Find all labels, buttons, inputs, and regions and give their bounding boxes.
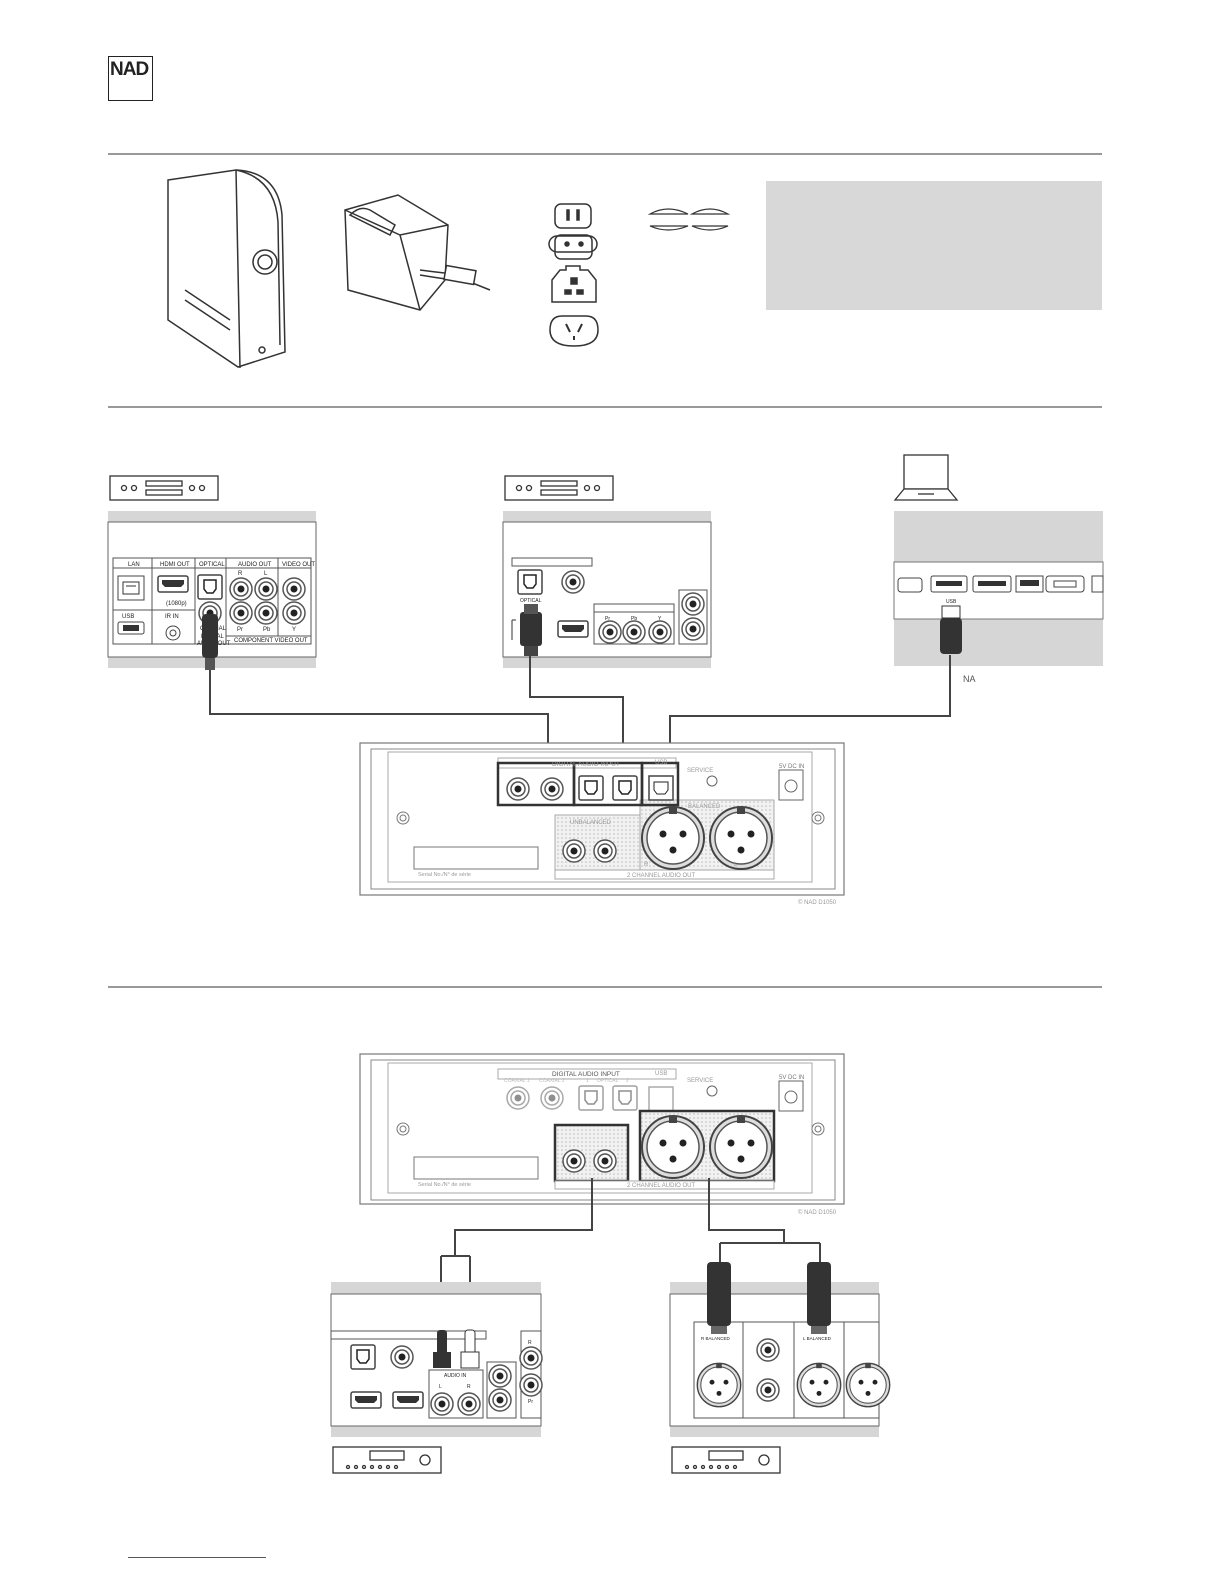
d1050-rear-panel-digital xyxy=(359,742,845,896)
label-pr: Pr xyxy=(237,627,243,633)
label-y: Y xyxy=(292,627,296,633)
au-plug-icon xyxy=(549,315,599,347)
label-y-2: Y xyxy=(658,616,662,622)
eu-plug-icon xyxy=(548,234,598,260)
source-device-icon-1 xyxy=(109,475,219,501)
label-balanced: BALANCED xyxy=(688,804,721,810)
label-optical-2: 2 xyxy=(626,1078,629,1084)
na-label: NA xyxy=(963,674,976,684)
label-lan: LAN xyxy=(128,562,140,568)
label-serial-b: Serial No./N° de série xyxy=(418,1182,471,1188)
label-5v-dc-in-b: 5V DC IN xyxy=(779,1075,804,1081)
label-coaxial-1: COAXIAL 1 xyxy=(504,1078,530,1084)
source-device-icon-2 xyxy=(504,475,614,501)
section-divider-3 xyxy=(108,986,1102,988)
amplifier-icon-1 xyxy=(332,1446,442,1474)
coaxial-plug xyxy=(202,614,218,670)
label-optical-2: OPTICAL xyxy=(520,598,542,604)
note-box xyxy=(766,181,1102,310)
usb-plug xyxy=(940,605,962,654)
label-video-out: VIDEO OUT xyxy=(282,562,315,568)
label-usb: USB xyxy=(122,614,134,620)
plug-adapters xyxy=(548,203,599,347)
label-digital-audio-input-b: DIGITAL AUDIO INPUT xyxy=(552,1071,620,1078)
optical-plug xyxy=(520,604,542,656)
label-hdmi-out: HDMI OUT xyxy=(160,562,190,568)
label-digital-audio-input: DIGITAL AUDIO INPUT xyxy=(552,761,620,768)
d1050-rear-panel-analog xyxy=(359,1053,845,1205)
us-plug-icon xyxy=(554,203,592,229)
label-pb: Pb xyxy=(263,627,271,633)
label-service-b: SERVICE xyxy=(687,1078,713,1084)
rubber-feet xyxy=(647,208,731,231)
label-copyright-b: © NAD D1050 xyxy=(798,1209,837,1216)
label-amp-l: L xyxy=(439,1384,442,1390)
footer-link-underline xyxy=(128,1557,266,1558)
d1050-unit-illustration xyxy=(167,169,286,369)
label-pr-2: Pr xyxy=(605,616,610,622)
label-optical-b: OPTICAL xyxy=(597,1078,619,1084)
label-usb-laptop: USB xyxy=(946,599,957,605)
label-copyright: © NAD D1050 xyxy=(798,899,837,906)
label-coaxial-2: COAXIAL 2 xyxy=(539,1078,565,1084)
amplifier-icon-2 xyxy=(671,1446,781,1474)
label-5v-dc-in: 5V DC IN xyxy=(779,764,804,770)
label-r: R xyxy=(238,571,243,577)
label-amp-r-side: R xyxy=(528,1340,532,1346)
label-amp-r: R xyxy=(467,1384,471,1390)
power-adapter-illustration xyxy=(344,194,491,311)
label-optical-1: 1 xyxy=(586,1078,589,1084)
uk-plug-icon xyxy=(551,265,597,303)
label-r-bal: R xyxy=(644,862,649,868)
label-audio-in: AUDIO IN xyxy=(444,1373,467,1379)
label-usb-d1050-b: USB xyxy=(655,1071,667,1077)
cables-section-3 xyxy=(440,1178,821,1330)
label-service: SERVICE xyxy=(687,768,713,774)
amplifier-panel-xlr xyxy=(669,1262,891,1437)
label-hdmi-res: (1080p) xyxy=(166,601,187,607)
label-2-channel-audio-out-b: 2 CHANNEL AUDIO OUT xyxy=(627,1183,695,1189)
label-serial: Serial No./N° de série xyxy=(418,872,471,878)
label-unbalanced: UNBALANCED xyxy=(570,820,612,826)
label-amp-pr: Pr xyxy=(528,1399,533,1405)
label-l-balanced: L BALANCED xyxy=(803,1336,832,1341)
label-l: L xyxy=(264,571,268,577)
amplifier-panel-rca xyxy=(330,1282,543,1437)
laptop-side-panel xyxy=(893,511,1104,666)
label-optical: OPTICAL xyxy=(199,562,225,568)
label-ir-in: IR IN xyxy=(165,614,179,620)
section-divider-2 xyxy=(108,406,1102,408)
label-l-bal: L xyxy=(734,862,738,868)
label-component-video-out: COMPONENT VIDEO OUT xyxy=(234,638,308,644)
label-2-channel-audio-out: 2 CHANNEL AUDIO OUT xyxy=(627,873,695,879)
nad-logo: NAD xyxy=(108,56,153,101)
section-divider-1 xyxy=(108,153,1102,155)
label-audio-out: AUDIO OUT xyxy=(238,562,272,568)
laptop-icon xyxy=(893,454,959,501)
label-pb-2: Pb xyxy=(631,616,637,622)
label-r-balanced: R BALANCED xyxy=(701,1336,731,1341)
source-panel-1 xyxy=(107,511,317,668)
label-usb-d1050: USB xyxy=(655,760,667,766)
